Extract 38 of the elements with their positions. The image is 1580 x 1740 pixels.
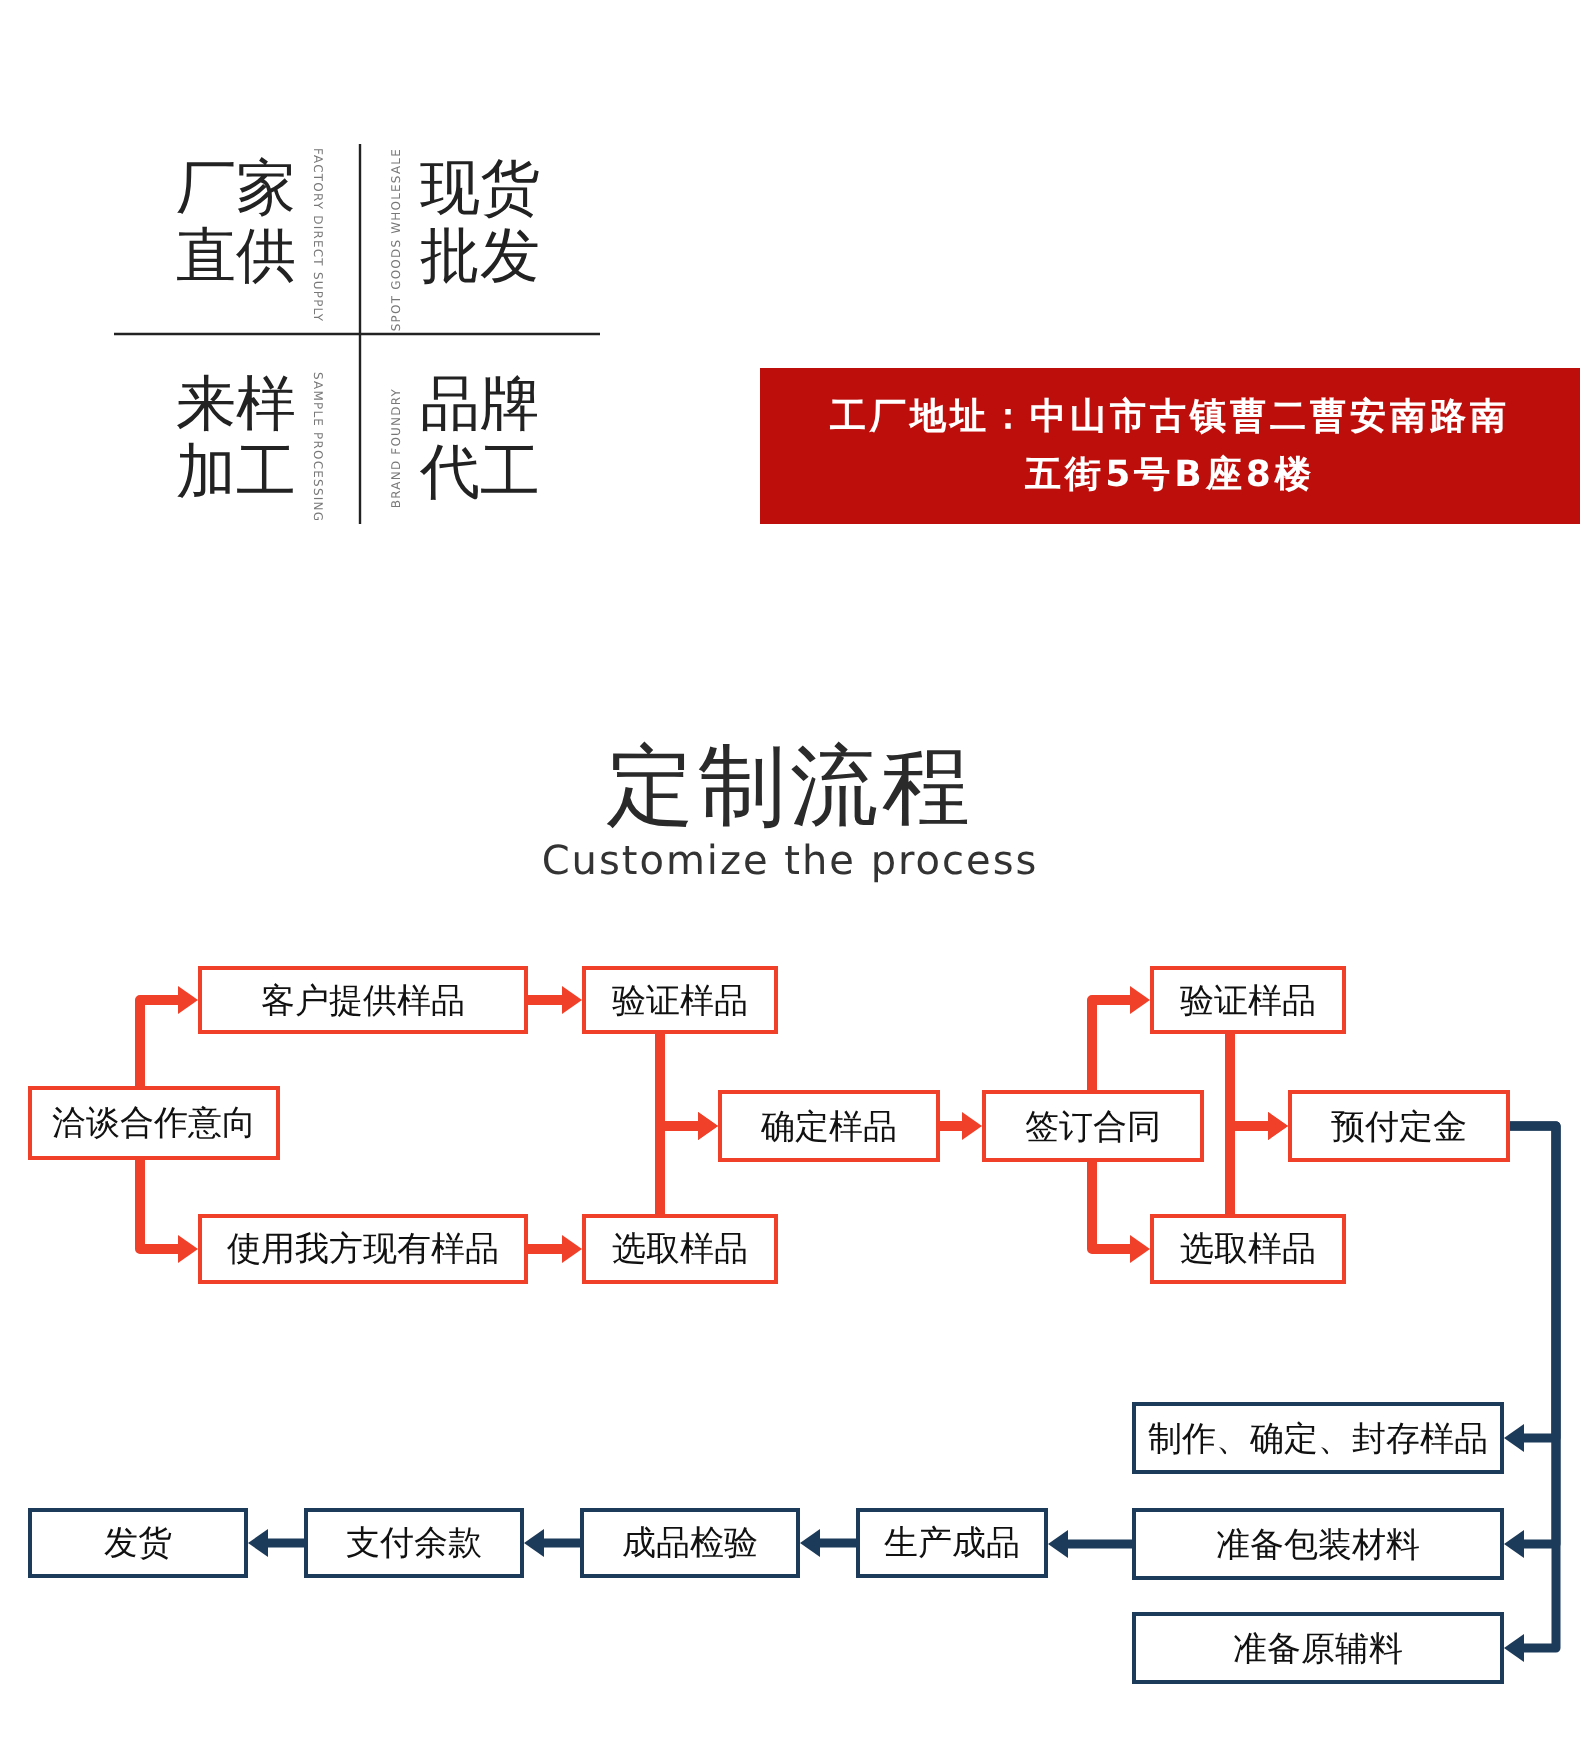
process-box: 生产成品 [856, 1508, 1048, 1578]
arrow [528, 1235, 582, 1263]
arrow [135, 986, 198, 1086]
process-box: 使用我方现有样品 [198, 1214, 528, 1284]
arrow [1504, 1121, 1561, 1662]
arrow [248, 1529, 304, 1557]
process-box: 预付定金 [1288, 1090, 1510, 1162]
title: 定制流程 [604, 734, 976, 842]
process-box: 准备原辅料 [1132, 1612, 1504, 1684]
arrow [1087, 986, 1150, 1090]
arrow [655, 1112, 718, 1214]
process-box: 准备包装材料 [1132, 1508, 1504, 1580]
arrow [800, 1529, 856, 1557]
arrow [524, 1529, 580, 1557]
process-box: 选取样品 [1150, 1214, 1346, 1284]
arrow [940, 1112, 982, 1140]
arrow [528, 986, 582, 1014]
subtitle: Customize the process [539, 836, 1041, 884]
arrow [1048, 1530, 1132, 1558]
process-box: 验证样品 [582, 966, 778, 1034]
address-banner: 工厂地址：中山市古镇曹二曹安南路南五街5号B座8楼 [760, 368, 1580, 524]
arrow [1087, 1162, 1150, 1263]
feature-label: 厂家直供 [176, 156, 298, 292]
process-box: 客户提供样品 [198, 966, 528, 1034]
feature-label: 现货批发 [420, 156, 542, 292]
process-box: 洽谈合作意向 [28, 1086, 280, 1160]
process-box: 验证样品 [1150, 966, 1346, 1034]
process-box: 制作、确定、封存样品 [1132, 1402, 1504, 1474]
process-box: 签订合同 [982, 1090, 1204, 1162]
arrow [135, 1160, 198, 1263]
process-box: 支付余款 [304, 1508, 524, 1578]
process-box: 成品检验 [580, 1508, 800, 1578]
process-box: 发货 [28, 1508, 248, 1578]
process-box: 选取样品 [582, 1214, 778, 1284]
arrow [1225, 1112, 1288, 1214]
process-box: 确定样品 [718, 1090, 940, 1162]
feature-label: 品牌代工 [420, 372, 542, 508]
feature-label: 来样加工 [176, 372, 298, 508]
